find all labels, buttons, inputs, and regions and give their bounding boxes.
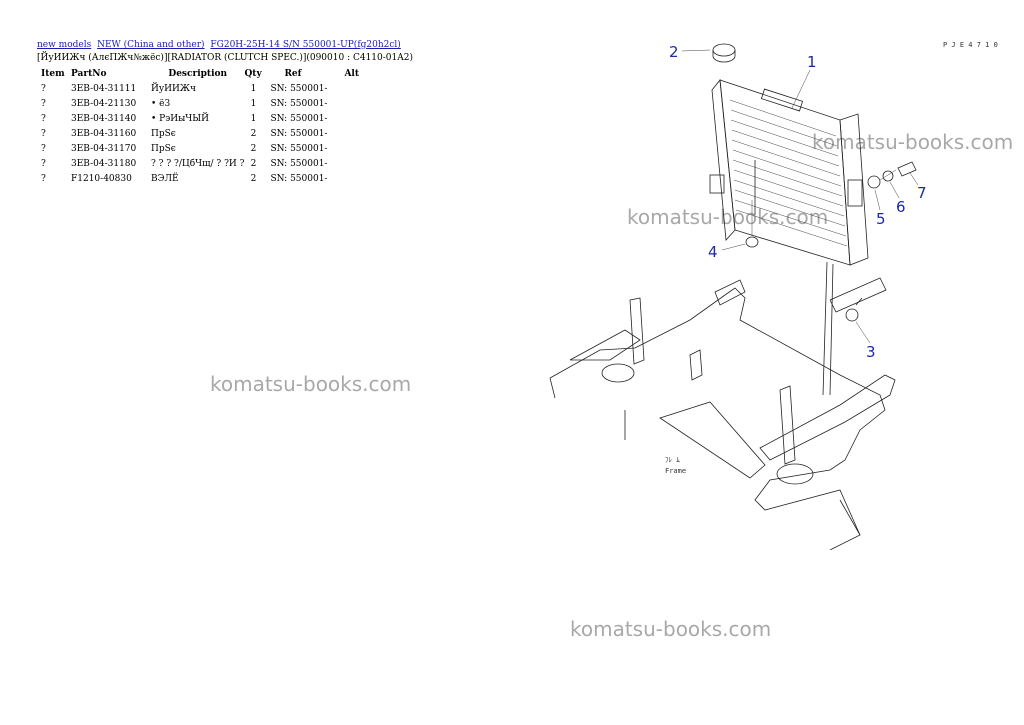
- washer-4: [745, 200, 759, 248]
- cell-item: ?: [41, 128, 46, 139]
- table-row: ? 3EB-04-31140 • РэИыЧЫЙ 1 SN: 550001-: [37, 111, 364, 126]
- breadcrumb-link-model[interactable]: FG20H-25H-14 S/N 550001-UP(fg20h2cl): [210, 40, 401, 50]
- callout-1: 1: [807, 53, 817, 71]
- cell-alt: [344, 111, 364, 126]
- truck-frame: [549, 279, 896, 550]
- cell-qty: 1: [250, 83, 257, 94]
- cell-description: ? ? ? ?/ЦбЧщ/ ? ?И ?: [151, 158, 245, 169]
- table-row: ? 3EB-04-31180 ? ? ? ?/ЦбЧщ/ ? ?И ? 2 SN: 55…: [37, 156, 364, 171]
- callout-5: 5: [876, 210, 886, 228]
- cell-item: ?: [41, 158, 46, 169]
- cell-alt: [344, 171, 364, 186]
- cell-partno: 3EB-04-21130: [71, 98, 137, 109]
- cell-item: ?: [41, 143, 46, 154]
- cell-description: • ё3: [151, 98, 171, 109]
- breadcrumb: new models NEW (China and other) FG20H-2…: [37, 40, 404, 50]
- col-ref: Ref: [284, 68, 302, 79]
- parts-table: Item PartNo Description Qty Ref Alt ? 3EB…: [37, 66, 364, 186]
- cell-alt: [344, 81, 364, 96]
- cell-ref: SN: 550001-: [270, 98, 328, 109]
- cell-item: ?: [41, 173, 46, 184]
- watermark-3: komatsu-books.com: [812, 130, 1014, 154]
- col-description: Description: [168, 68, 228, 79]
- table-row: ? 3EB-04-31170 ПрЅє 2 SN: 550001-: [37, 141, 364, 156]
- radiator-exploded-diagram: P J E 4 7 1 0: [549, 41, 998, 550]
- col-alt: Alt: [344, 68, 360, 79]
- callout-6: 6: [896, 198, 906, 216]
- cell-description: ВЭЛЁ: [151, 173, 179, 184]
- cell-alt: [344, 156, 364, 171]
- page-subtitle: [ЙуИИЖч (АлєПЖч№жёс)][RADIATOR (CLUTCH S…: [37, 53, 413, 63]
- fastener-5-6-7: [867, 161, 917, 189]
- cell-description: ЙуИИЖч: [151, 83, 196, 94]
- table-header-row: Item PartNo Description Qty Ref Alt: [37, 66, 364, 81]
- cell-ref: SN: 550001-: [270, 143, 328, 154]
- cell-item: ?: [41, 113, 46, 124]
- cell-qty: 2: [250, 173, 257, 184]
- callout-4: 4: [708, 243, 718, 261]
- breadcrumb-link-region[interactable]: NEW (China and other): [97, 40, 205, 50]
- cell-item: ?: [41, 98, 46, 109]
- frame-label-jp: ﾌﾚ ﾑ: [665, 456, 680, 464]
- cell-alt: [344, 141, 364, 156]
- table-row: ? 3EB-04-21130 • ё3 1 SN: 550001-: [37, 96, 364, 111]
- callout-7: 7: [917, 184, 927, 202]
- callout-3: 3: [866, 343, 876, 361]
- mount-bracket-3: [829, 277, 887, 322]
- breadcrumb-link-new-models[interactable]: new models: [37, 40, 92, 50]
- cell-description: ПрЅє: [151, 128, 176, 139]
- radiator-assembly: [709, 78, 869, 396]
- cell-qty: 2: [250, 143, 257, 154]
- table-row: ? 3EB-04-31111 ЙуИИЖч 1 SN: 550001-: [37, 81, 364, 96]
- table-row: ? 3EB-04-31160 ПрЅє 2 SN: 550001-: [37, 126, 364, 141]
- cell-ref: SN: 550001-: [270, 158, 328, 169]
- cell-partno: 3EB-04-31140: [71, 113, 137, 124]
- cell-description: • РэИыЧЫЙ: [151, 113, 209, 124]
- cell-partno: 3EB-04-31160: [71, 128, 137, 139]
- cell-ref: SN: 550001-: [270, 128, 328, 139]
- watermark-4: komatsu-books.com: [570, 617, 772, 641]
- cell-alt: [344, 96, 364, 111]
- col-item: Item: [41, 68, 65, 79]
- cell-partno: F1210-40830: [71, 173, 132, 184]
- cell-qty: 1: [250, 98, 257, 109]
- callouts: 1 2 3 4 5 6 7: [669, 43, 927, 361]
- col-qty: Qty: [244, 68, 262, 79]
- watermark-2: komatsu-books.com: [627, 205, 829, 229]
- cell-ref: SN: 550001-: [270, 113, 328, 124]
- cell-partno: 3EB-04-31180: [71, 158, 137, 169]
- callout-2: 2: [669, 43, 679, 61]
- cell-alt: [344, 126, 364, 141]
- cell-item: ?: [41, 83, 46, 94]
- cell-partno: 3EB-04-31111: [71, 83, 137, 94]
- radiator-cap: [712, 43, 736, 63]
- cell-ref: SN: 550001-: [270, 173, 328, 184]
- col-partno: PartNo: [71, 68, 107, 79]
- diagram-code: P J E 4 7 1 0: [943, 41, 998, 49]
- table-row: ? F1210-40830 ВЭЛЁ 2 SN: 550001-: [37, 171, 364, 186]
- cell-qty: 2: [250, 128, 257, 139]
- frame-label: Frame: [665, 467, 686, 475]
- cell-qty: 2: [250, 158, 257, 169]
- watermark-1: komatsu-books.com: [210, 372, 412, 396]
- cell-qty: 1: [250, 113, 257, 124]
- cell-description: ПрЅє: [151, 143, 176, 154]
- cell-ref: SN: 550001-: [270, 83, 328, 94]
- cell-partno: 3EB-04-31170: [71, 143, 137, 154]
